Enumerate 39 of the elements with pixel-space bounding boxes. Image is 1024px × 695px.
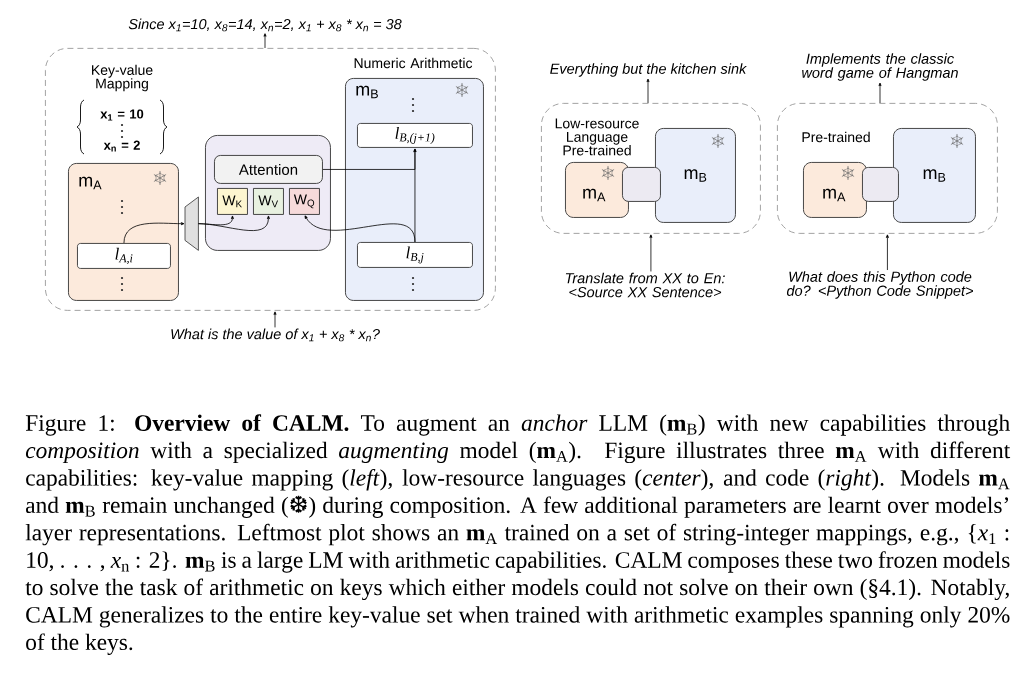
mapping-entry: x$_{1}$ = 10: [100, 109, 144, 121]
model-box: Low-resource Language Pre-trained m$_{A}$: [555, 118, 639, 218]
arrow: [878, 82, 882, 104]
dashed-panel: [45, 48, 496, 311]
prompt-text: Translate from XX to En: <Source XX Sentence>: [565, 272, 725, 298]
arrow: [646, 78, 650, 104]
prompt-text: Since x$_{1}$=10, x$_{8}$=14, x$_{n}$=2, x$_{1}$ + x$_{8}$ * x$_{n}$ = 38: [128, 18, 402, 32]
arrow: [413, 148, 417, 243]
prompt-text: What does this Python code do? <Python Code Snippet>: [787, 271, 973, 299]
arrow: [123, 222, 185, 244]
weight-box: W$_{Q}$: [289, 188, 320, 215]
weight-box: W$_{K}$: [217, 188, 248, 215]
caption: Figure 1: Overview of CALM. To augment an anchor LLM (m$_{B}$) with new capabilities through composition with a specialized augmenting model (m$_{A}$). Figure illustrates three m$_{A}$ with different capabilities: key-value mapping (left), low-resource languages (center), and code (right). Models m$_{A}$ and m$_{B}$ remain unchanged (❆) during composition. A few additional parameters are learnt over models’ layer representations. Leftmost plot shows an m$_{A}$ trained on a set of string-integer mappings, e.g., {x$_{1}$ : 10, . . . , x$_{n}$ : 2}. m$_{B}$ is a large LM with arithmetic capabilities. CALM composes these two frozen models to solve the task of arithmetic on keys which either models could not solve on their own (§4.1). Notably, CALM generalizes to the entire key-value set when trained with arithmetic examples spanning only 20% of the keys.: [25, 414, 1011, 655]
arrow: [649, 234, 653, 272]
arrow: [885, 234, 889, 271]
node-label: Pre-trained: [802, 131, 870, 143]
arrow: [273, 311, 277, 328]
dashed-panel: [777, 103, 998, 234]
arrow: [263, 33, 267, 49]
layer-box: l$_{A,i}$: [77, 243, 171, 269]
layer-box: l$_{B,(j+1)}$: [357, 123, 473, 148]
mapping-entry: x$_{n}$ = 2: [103, 140, 140, 152]
attention-box: Attention: [214, 155, 323, 184]
model-box: m$_{B}$: [893, 128, 976, 223]
model-box: Pre-trained m$_{A}$: [802, 131, 870, 218]
prompt-text: Implements the classic word game of Hangman: [802, 53, 958, 81]
node-label: Numeric Arithmetic: [354, 57, 473, 69]
weight-box: W$_{V}$: [253, 188, 284, 215]
arrow: [198, 215, 270, 231]
prompt-text: What is the value of x$_{1}$ + x$_{8}$ * x$_{n}$?: [171, 328, 380, 342]
composition-block: [622, 167, 661, 202]
node-label: Low-resource Language Pre-trained: [555, 118, 639, 156]
layer-box: l$_{B,j}$: [357, 242, 473, 268]
composition-block: [862, 167, 899, 202]
panel-heading: Key-value Mapping: [92, 64, 153, 92]
projection-trapezoid: [184, 196, 199, 251]
dashed-panel: [541, 103, 761, 234]
model-box: m$_{B}$: [655, 128, 736, 223]
prompt-text: Everything but the kitchen sink: [550, 63, 747, 77]
